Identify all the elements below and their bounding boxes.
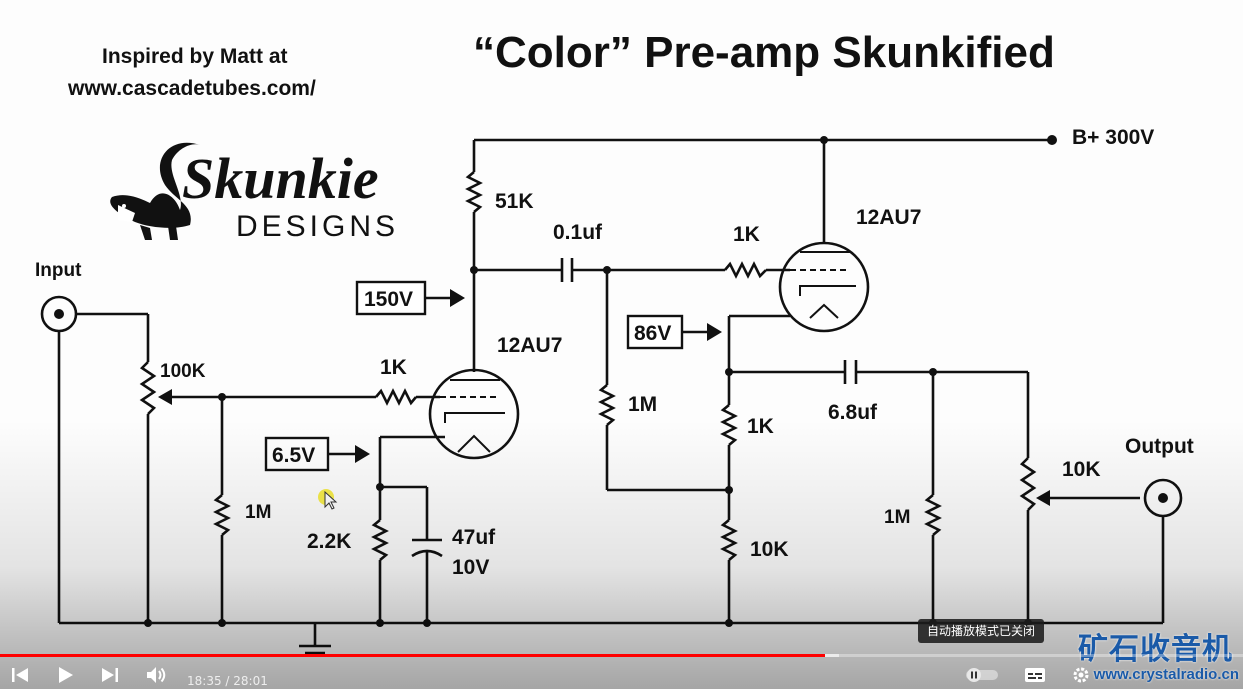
output-label: Output [1125, 435, 1194, 458]
r-cf-10k-label: 10K [750, 538, 789, 561]
autoplay-tooltip: 自动播放模式已关闭 [918, 619, 1045, 643]
subtitles-button[interactable] [1020, 660, 1050, 689]
skip-next-button[interactable] [98, 660, 122, 689]
pot-in-label: 100K [160, 361, 206, 382]
volume-icon [147, 666, 166, 683]
skip-next-icon [102, 667, 118, 682]
r-grid-leak-label: 1M [245, 502, 271, 523]
voltage-callout-cathode: 6.5V [264, 436, 370, 472]
input-label: Input [35, 260, 82, 281]
logo-word: Skunkie [182, 146, 379, 211]
watermark-cn: 矿石收音机 [1078, 632, 1233, 667]
progress-played [0, 654, 825, 657]
voltage-callout-cf: 86V [626, 314, 722, 350]
autoplay-toggle-icon [966, 667, 998, 682]
current-time: 18:35 [187, 674, 222, 688]
play-icon [59, 666, 73, 683]
autoplay-toggle[interactable] [962, 660, 1002, 689]
watermark: 矿石收音机 www.crystalradio.cn [1075, 624, 1243, 689]
svg-text:6.5V: 6.5V [272, 444, 315, 467]
c-out-label: 6.8uf [828, 401, 878, 424]
tube-v1-label: 12AU7 [497, 334, 562, 357]
r-plate-label: 51K [495, 190, 534, 213]
skip-previous-button[interactable] [8, 660, 32, 689]
player-controls: 18:35 / 28:01 [0, 660, 1243, 689]
skip-previous-icon [12, 667, 28, 682]
time-display: 18:35 / 28:01 [187, 660, 268, 689]
watermark-url: www.crystalradio.cn [1093, 666, 1239, 683]
svg-text:86V: 86V [634, 322, 671, 345]
video-title: “Color” Pre-amp Skunkified [473, 28, 1055, 77]
r-cathode-label: 2.2K [307, 530, 351, 553]
tube-v2-label: 12AU7 [856, 206, 921, 229]
subtitles-icon [1025, 667, 1045, 682]
duration: 28:01 [233, 674, 268, 688]
progress-bar[interactable] [0, 654, 1243, 657]
volume-button[interactable] [143, 660, 171, 689]
pot-out-label: 10K [1062, 458, 1101, 481]
c-coupling-label: 0.1uf [553, 221, 603, 244]
r-out-label: 1M [884, 507, 910, 528]
svg-text:150V: 150V [364, 288, 413, 311]
credit-line-1: Inspired by Matt at [102, 45, 288, 68]
tube-v2 [729, 140, 870, 333]
mouse-cursor [318, 489, 338, 510]
skunk-icon [110, 142, 200, 240]
r-grid-stop1-label: 1K [380, 356, 407, 379]
r-cf-1k-label: 1K [747, 415, 774, 438]
play-button[interactable] [53, 660, 79, 689]
supply-label: B+ 300V [1072, 126, 1154, 149]
tube-v1 [380, 368, 520, 460]
r-grid2-label: 1M [628, 393, 657, 416]
voltage-callout-plate: 150V [355, 280, 465, 316]
logo-sub: DESIGNS [236, 210, 399, 243]
c-cathode-value-label: 47uf [452, 526, 496, 549]
settings-button[interactable] [1070, 660, 1092, 689]
skunkie-logo: Skunkie DESIGNS [110, 142, 399, 243]
time-separator: / [221, 674, 234, 688]
settings-icon [1073, 667, 1089, 682]
r-grid-stop2-label: 1K [733, 223, 760, 246]
c-cathode-voltage-label: 10V [452, 556, 489, 579]
credit-line-2: www.cascadetubes.com/ [67, 77, 316, 100]
